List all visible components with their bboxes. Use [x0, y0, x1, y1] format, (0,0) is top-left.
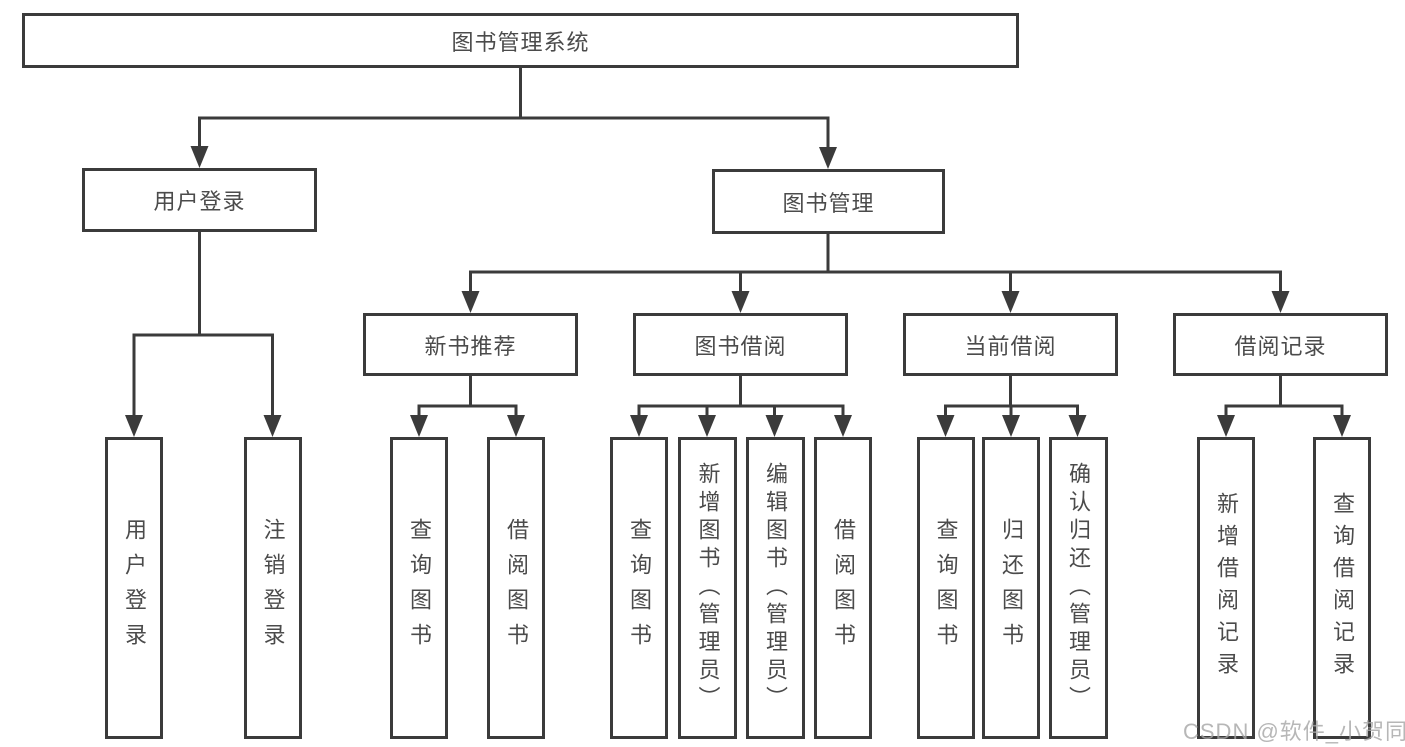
connector-bookborrow-to-leaves [637, 376, 845, 419]
node-new-book-recommendation: 新书推荐 [363, 313, 578, 376]
arrowhead [630, 415, 648, 437]
arrowhead [1271, 291, 1290, 313]
node-return-book: 归还图书 [982, 437, 1040, 739]
node-borrow-books-recommend: 借阅图书 [487, 437, 545, 739]
arrowhead [263, 415, 282, 437]
connector-bookmgmt-to-level3 [469, 234, 1282, 295]
node-query-borrow-record: 查询借阅记录 [1313, 437, 1371, 739]
node-library-management-system: 图书管理系统 [22, 13, 1019, 68]
arrowhead [1001, 291, 1020, 313]
arrowhead [507, 415, 525, 437]
node-add-borrow-record: 新增借阅记录 [1197, 437, 1255, 739]
connector-records-to-leaves [1224, 376, 1344, 419]
node-user-login: 用户登录 [82, 168, 317, 232]
node-edit-book-admin: 编辑图书（管理员） [745, 437, 805, 739]
node-book-borrowing: 图书借阅 [633, 313, 848, 376]
node-query-books-recommend: 查询图书 [390, 437, 448, 739]
node-current-borrowing: 当前借阅 [903, 313, 1118, 376]
arrowhead [461, 291, 480, 313]
arrowhead [125, 415, 143, 437]
watermark: CSDN @软件_小贺同学 [1183, 719, 1405, 744]
node-logout: 注销登录 [243, 437, 302, 739]
arrowhead [1002, 415, 1020, 437]
node-query-books-current: 查询图书 [916, 437, 975, 739]
node-query-books-borrowing: 查询图书 [610, 437, 668, 739]
node-add-book-admin: 新增图书（管理员） [678, 437, 737, 739]
node-borrowing-records: 借阅记录 [1173, 313, 1388, 376]
connector-root-to-level2 [198, 68, 830, 151]
node-book-management: 图书管理 [712, 169, 945, 234]
arrowhead [765, 415, 784, 437]
arrowhead [819, 147, 837, 169]
arrowhead [731, 291, 750, 313]
arrowhead [834, 415, 852, 437]
arrowhead [1068, 415, 1087, 437]
connector-newbook-to-leaves [417, 376, 518, 419]
node-borrow-books: 借阅图书 [814, 437, 872, 739]
connector-userlogin-to-leaves [132, 232, 274, 419]
arrowhead [698, 415, 716, 437]
arrowhead [1217, 415, 1235, 437]
node-user-login-leaf: 用户登录 [105, 437, 163, 739]
arrowhead [190, 146, 209, 168]
arrowhead [936, 415, 955, 437]
arrowheads [125, 146, 1351, 437]
connector-currentborrow-to-leaves [944, 376, 1079, 419]
arrowhead [410, 415, 428, 437]
node-confirm-return-admin: 确认归还（管理员） [1048, 437, 1108, 739]
arrowhead [1333, 415, 1351, 437]
